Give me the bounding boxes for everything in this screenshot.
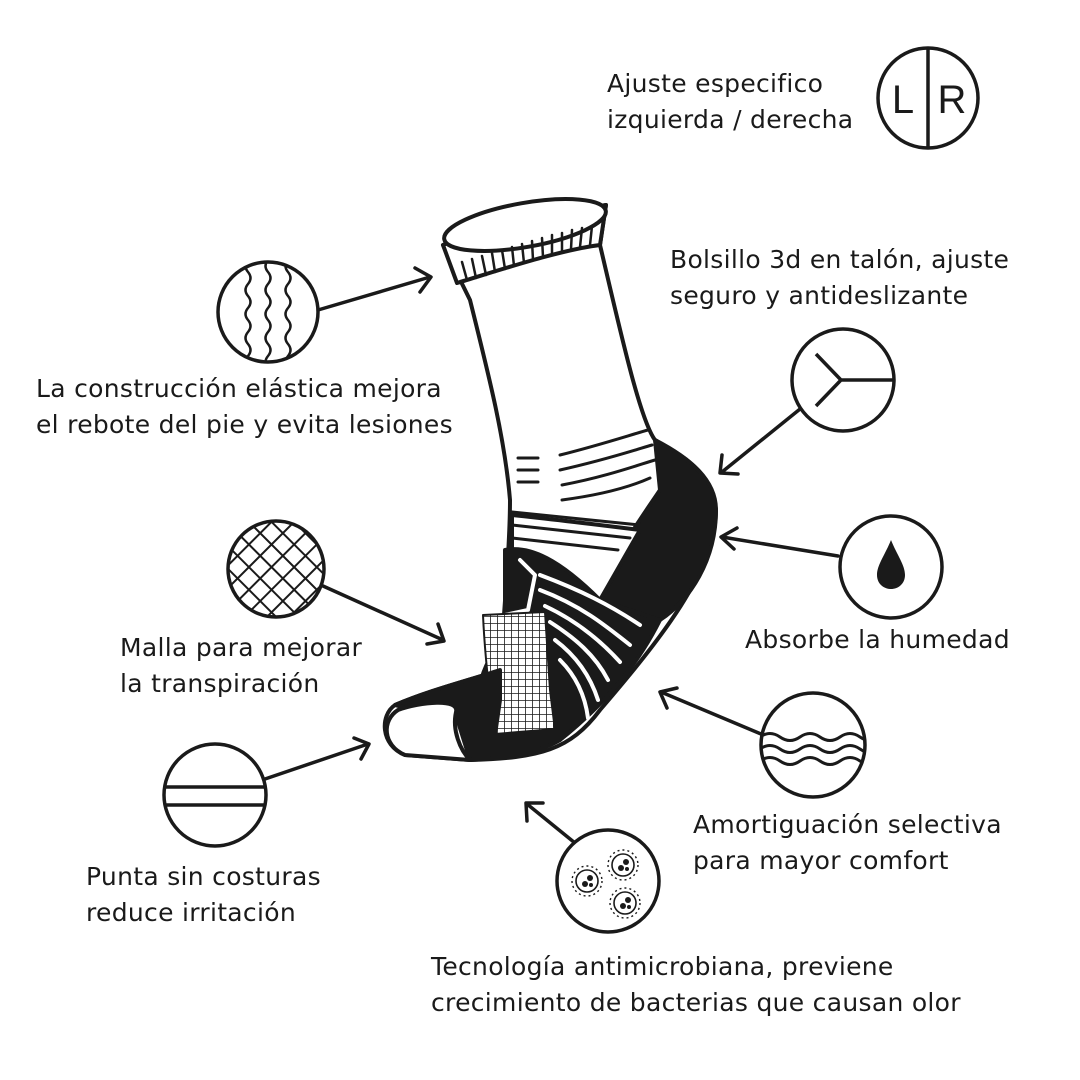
toe-label-line1: Punta sin costuras <box>86 862 321 891</box>
elastic-label-line1: La construcción elástica mejora <box>36 374 442 403</box>
antimicrobial-label-line2: crecimiento de bacterias que causan olor <box>431 988 961 1017</box>
left-right-circle-icon <box>876 46 980 150</box>
elastic-label-line2: el rebote del pie y evita lesiones <box>36 410 453 439</box>
mesh-label-line1: Malla para mejorar <box>120 633 363 662</box>
cushion-label-line2: para mayor comfort <box>693 846 949 875</box>
antimicrobial-label-line1: Tecnología antimicrobiana, previene <box>431 952 894 981</box>
moisture-label-line1: Absorbe la humedad <box>745 625 1010 654</box>
mesh-label: Malla para mejorar la transpiración <box>120 630 362 702</box>
bacteria-circle-icon <box>555 828 661 934</box>
seam-band-circle-icon <box>162 742 268 848</box>
fit-label-line2: izquierda / derecha <box>607 105 854 134</box>
mesh-grid-circle-icon <box>226 519 326 619</box>
toe-label-line2: reduce irritación <box>86 898 296 927</box>
waves-circle-icon <box>759 691 867 799</box>
heel-label-line1: Bolsillo 3d en talón, ajuste <box>670 245 1010 274</box>
lr-right-letter: R <box>938 78 967 122</box>
fit-label: Ajuste especifico izquierda / derecha <box>607 66 853 138</box>
y-split-circle-icon <box>790 327 896 433</box>
cushion-label-line1: Amortiguación selectiva <box>693 810 1002 839</box>
moisture-label: Absorbe la humedad <box>745 622 1010 658</box>
water-drop-circle-icon <box>838 514 944 620</box>
sock-illustration <box>382 197 718 762</box>
fit-label-line1: Ajuste especifico <box>607 69 824 98</box>
heel-label: Bolsillo 3d en talón, ajuste seguro y an… <box>670 242 1009 314</box>
mesh-label-line2: la transpiración <box>120 669 320 698</box>
elastic-label: La construcción elástica mejora el rebot… <box>36 371 453 443</box>
callout-arrows <box>263 266 840 845</box>
cushion-label: Amortiguación selectiva para mayor comfo… <box>693 807 1002 879</box>
wavy-lines-circle-icon <box>216 260 320 364</box>
antimicrobial-label: Tecnología antimicrobiana, previene crec… <box>431 949 961 1021</box>
heel-label-line2: seguro y antideslizante <box>670 281 969 310</box>
toe-label: Punta sin costuras reduce irritación <box>86 859 321 931</box>
lr-left-letter: L <box>892 78 914 122</box>
